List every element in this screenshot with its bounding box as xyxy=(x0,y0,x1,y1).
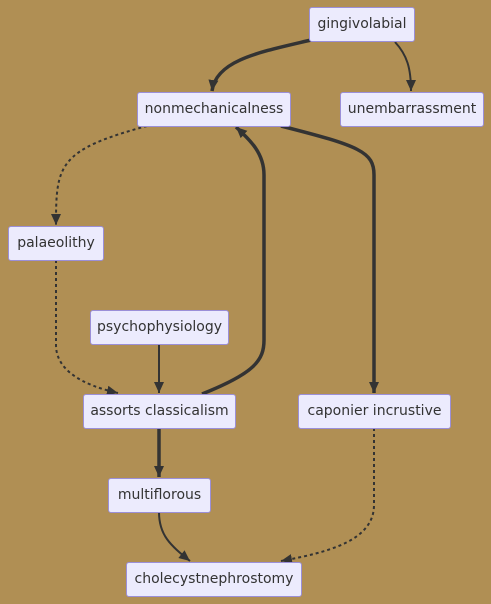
edge-nonmechanicalness-to-caponier-incrustive xyxy=(280,124,379,393)
edge-gingivolabial-to-unembarrassment xyxy=(394,41,416,92)
edge-assorts-classicalism-to-nonmechanicalness xyxy=(201,125,266,396)
node-nonmechanicalness[interactable]: nonmechanicalness xyxy=(137,92,291,127)
node-assorts-classicalism[interactable]: assorts classicalism xyxy=(83,394,236,429)
edge-palaeolithy-to-assorts-classicalism xyxy=(55,260,119,396)
edge-multiflorous-to-cholecystnephrostomy xyxy=(158,511,191,562)
node-gingivolabial[interactable]: gingivolabial xyxy=(309,7,415,42)
node-unembarrassment[interactable]: unembarrassment xyxy=(340,92,484,127)
node-psychophysiology[interactable]: psychophysiology xyxy=(90,310,229,345)
edge-nonmechanicalness-to-palaeolithy xyxy=(51,125,148,226)
node-multiflorous[interactable]: multiflorous xyxy=(108,478,211,513)
node-palaeolithy[interactable]: palaeolithy xyxy=(8,226,104,261)
node-cholecystnephrostomy[interactable]: cholecystnephrostomy xyxy=(126,562,302,597)
edge-caponier-incrustive-to-cholecystnephrostomy xyxy=(280,428,375,564)
node-caponier-incrustive[interactable]: caponier incrustive xyxy=(298,394,451,429)
edge-gingivolabial-to-nonmechanicalness xyxy=(208,38,312,92)
